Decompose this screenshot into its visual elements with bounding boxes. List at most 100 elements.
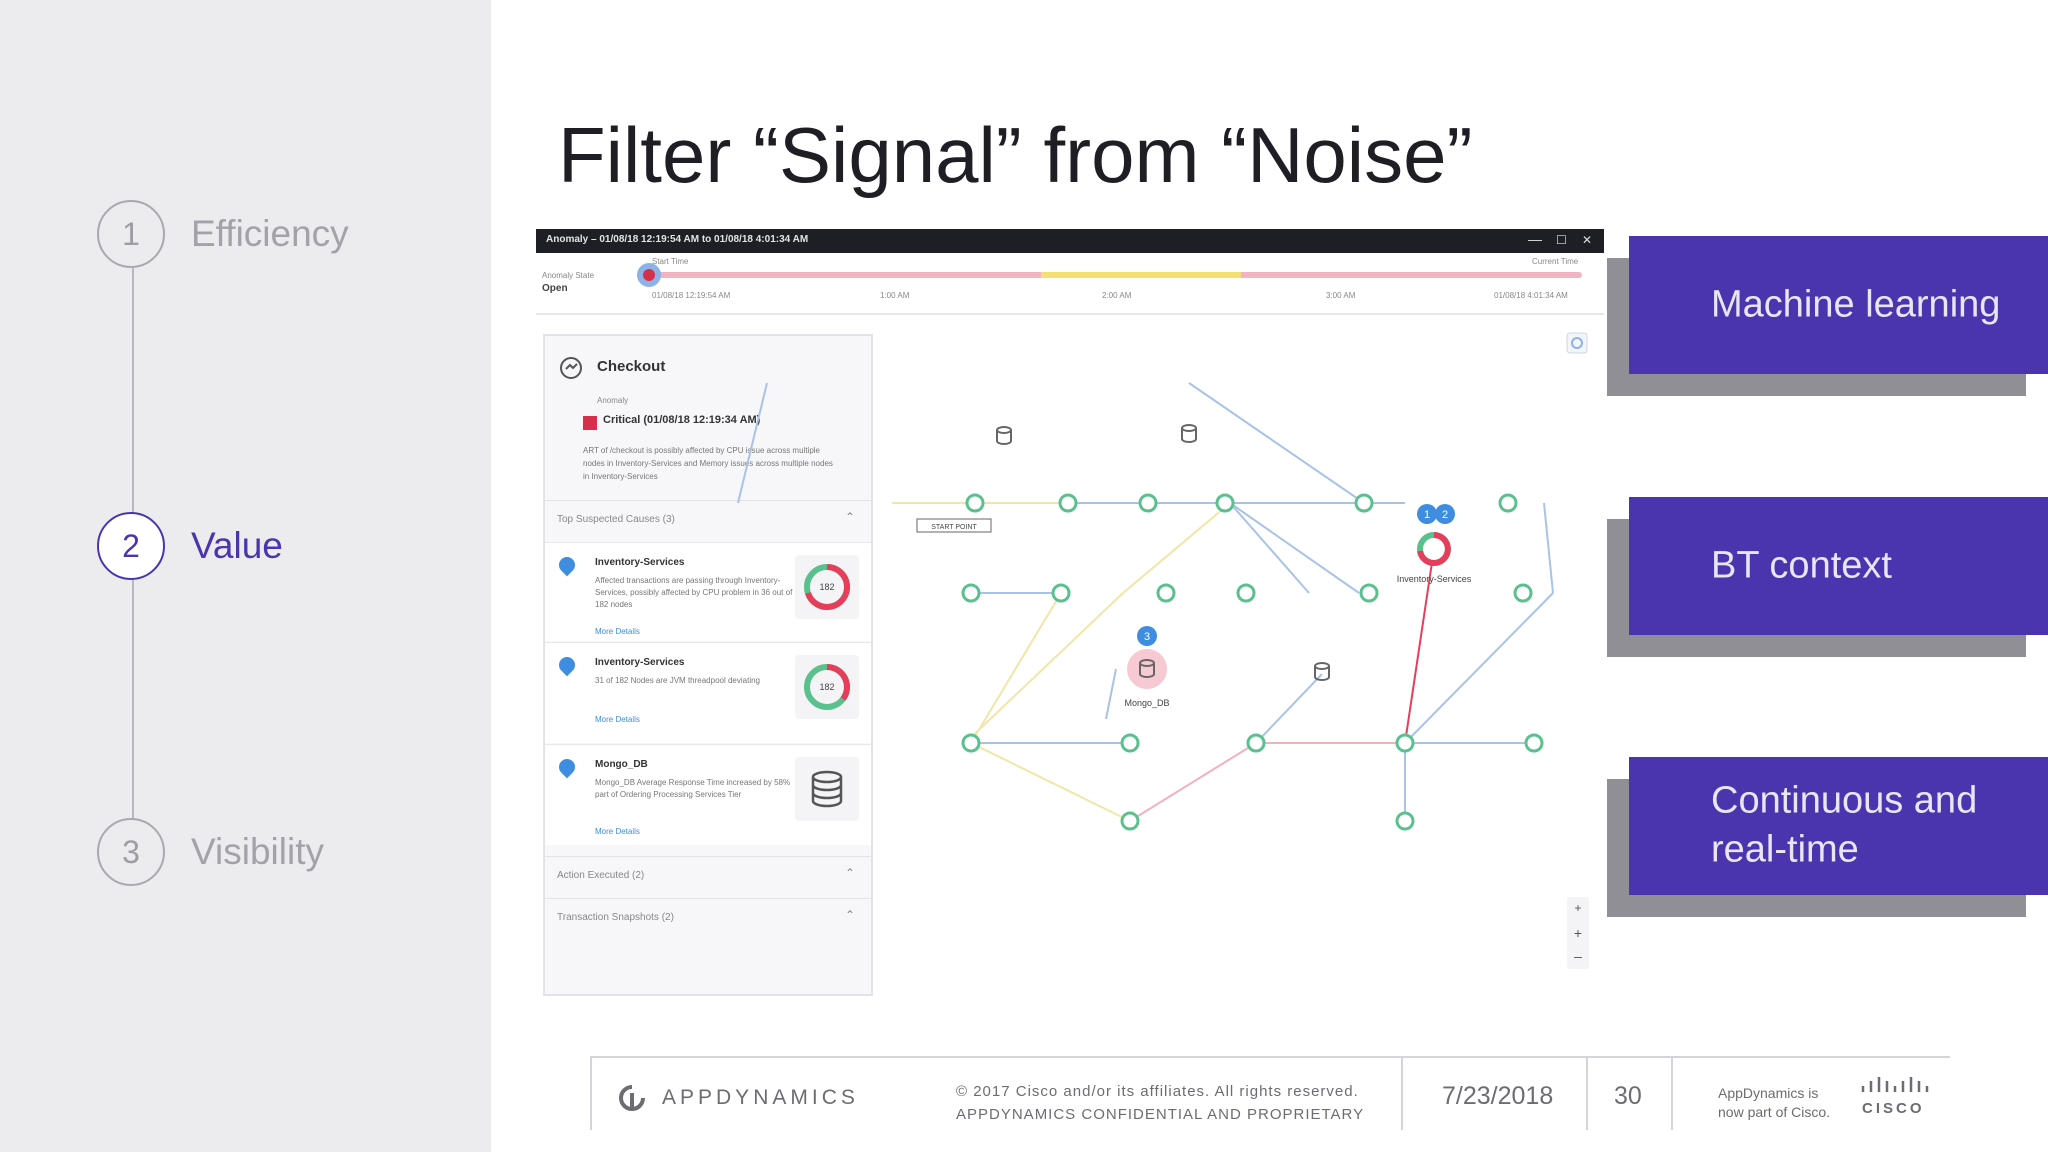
flow-node[interactable] — [1359, 583, 1379, 603]
flow-node[interactable] — [1120, 733, 1140, 753]
donut-value: 182 — [819, 682, 834, 692]
location-pin-icon[interactable]: 3 — [1137, 626, 1157, 646]
settings-icon[interactable] — [1566, 332, 1588, 354]
flow-edge — [737, 382, 768, 504]
flow-node[interactable] — [1513, 583, 1533, 603]
footer-divider — [590, 1058, 592, 1130]
svg-text:2: 2 — [1442, 509, 1448, 521]
cause-card[interactable]: Inventory-Services 31 of 182 Nodes are J… — [545, 642, 871, 743]
timeline-start-marker[interactable] — [643, 269, 655, 281]
section-label: Transaction Snapshots (2) — [557, 912, 674, 923]
donut-icon: 182 — [804, 664, 850, 710]
anomaly-screenshot: Anomaly – 01/08/18 12:19:54 AM to 01/08/… — [536, 229, 1604, 1004]
flow-edge — [1543, 502, 1554, 594]
zoom-controls — [1567, 897, 1589, 969]
top-causes-header[interactable]: Top Suspected Causes (3) ⌃ — [545, 500, 871, 537]
actions-executed-header[interactable]: Action Executed (2) ⌃ — [545, 856, 871, 893]
svg-text:1: 1 — [1424, 509, 1430, 521]
more-details-link[interactable]: More Details — [595, 627, 640, 636]
flow-node[interactable] — [961, 583, 981, 603]
inventory-label: Inventory-Services — [1397, 574, 1472, 584]
flow-node[interactable] — [1246, 733, 1266, 753]
footer-divider — [1586, 1058, 1588, 1130]
cause-text: Affected transactions are passing throug… — [595, 576, 793, 609]
flow-node[interactable] — [1395, 811, 1415, 831]
cause-title: Inventory-Services — [595, 557, 685, 568]
chevron-up-icon[interactable]: ⌃ — [844, 866, 855, 880]
flow-node[interactable] — [1498, 493, 1518, 513]
step-number: 1 — [97, 200, 165, 268]
section-label: Top Suspected Causes (3) — [557, 514, 675, 525]
timeline-tick: 1:00 AM — [880, 291, 910, 300]
cause-title: Mongo_DB — [595, 759, 648, 770]
step-number: 3 — [97, 818, 165, 886]
chevron-up-icon[interactable]: ⌃ — [844, 908, 855, 922]
brand-name: APPDYNAMICS — [662, 1086, 859, 1109]
timeline-tick: 3:00 AM — [1326, 291, 1356, 300]
more-details-link[interactable]: More Details — [595, 827, 640, 836]
flow-node[interactable] — [961, 733, 981, 753]
slide-title: Filter “Signal” from “Noise” — [558, 111, 1473, 199]
flow-node[interactable] — [1236, 583, 1256, 603]
callout-text: Machine learning — [1711, 283, 2001, 326]
maximize-icon[interactable]: ☐ — [1556, 233, 1567, 247]
cisco-wordmark: CISCO — [1862, 1100, 1925, 1117]
minimize-icon[interactable]: — — [1528, 231, 1542, 247]
zoom-fit-button[interactable]: + — [1574, 901, 1581, 915]
flow-edge — [1129, 742, 1257, 822]
database-nodes — [996, 424, 1330, 681]
flow-edge — [1404, 592, 1554, 744]
cause-visual: 182 — [795, 655, 859, 719]
flow-node[interactable] — [1354, 493, 1374, 513]
appdynamics-logo: APPDYNAMICS — [618, 1084, 859, 1112]
start-time-label: Start Time — [652, 257, 689, 266]
cause-card[interactable]: Inventory-Services Affected transactions… — [545, 542, 871, 641]
cause-card[interactable]: Mongo_DB Mongo_DB Average Response Time … — [545, 744, 871, 845]
flow-edge — [1255, 673, 1323, 744]
database-icon — [811, 770, 843, 808]
severity-text: Critical (01/08/18 12:19:34 AM) — [603, 414, 761, 426]
flow-node[interactable] — [1138, 493, 1158, 513]
panel-subtitle: Anomaly — [597, 396, 629, 405]
part-of-line: AppDynamics is — [1718, 1085, 1819, 1101]
cause-visual: 182 — [795, 555, 859, 619]
zoom-out-button[interactable]: – — [1574, 948, 1582, 964]
location-pin-icon[interactable]: 2 — [1435, 504, 1455, 524]
chevron-up-icon[interactable]: ⌃ — [844, 510, 855, 524]
step-label: Value — [191, 525, 283, 566]
step-label: Efficiency — [191, 213, 349, 254]
more-details-link[interactable]: More Details — [595, 715, 640, 724]
step-label: Visibility — [191, 831, 324, 872]
flow-node[interactable] — [1215, 493, 1235, 513]
status-value: Open — [542, 283, 568, 294]
business-transaction-icon — [560, 357, 582, 379]
window-titlebar: Anomaly – 01/08/18 12:19:54 AM to 01/08/… — [536, 229, 1604, 253]
timeline-warning-segment — [1041, 272, 1241, 278]
zoom-in-button[interactable]: + — [1574, 925, 1582, 941]
step-value: 2 Value — [97, 512, 283, 580]
cause-visual — [795, 757, 859, 821]
status-label: Anomaly State — [542, 271, 595, 280]
critical-badge — [583, 416, 597, 430]
footer-divider — [1401, 1058, 1403, 1130]
transaction-snapshots-header[interactable]: Transaction Snapshots (2) ⌃ — [545, 898, 871, 935]
flow-node[interactable] — [1120, 811, 1140, 831]
current-time-label: Current Time — [1532, 257, 1579, 266]
start-point-label: START POINT — [931, 524, 977, 531]
flow-node[interactable] — [1051, 583, 1071, 603]
mongo-db-node[interactable] — [1139, 659, 1155, 678]
flow-edge — [1188, 382, 1365, 504]
flow-node[interactable] — [1156, 583, 1176, 603]
location-pin-icon[interactable]: 1 — [1417, 504, 1437, 524]
flow-node[interactable] — [1395, 733, 1415, 753]
flow-node[interactable] — [1524, 733, 1544, 753]
flow-node[interactable] — [965, 493, 985, 513]
close-icon[interactable]: ✕ — [1582, 233, 1593, 247]
cisco-bars-icon — [1861, 1077, 1929, 1092]
flow-node[interactable] — [1058, 493, 1078, 513]
donut-icon: 182 — [804, 563, 851, 610]
sidebar: 1 Efficiency 2 Value 3 Visibility — [0, 0, 491, 1152]
mongo-label: Mongo_DB — [1124, 698, 1169, 708]
